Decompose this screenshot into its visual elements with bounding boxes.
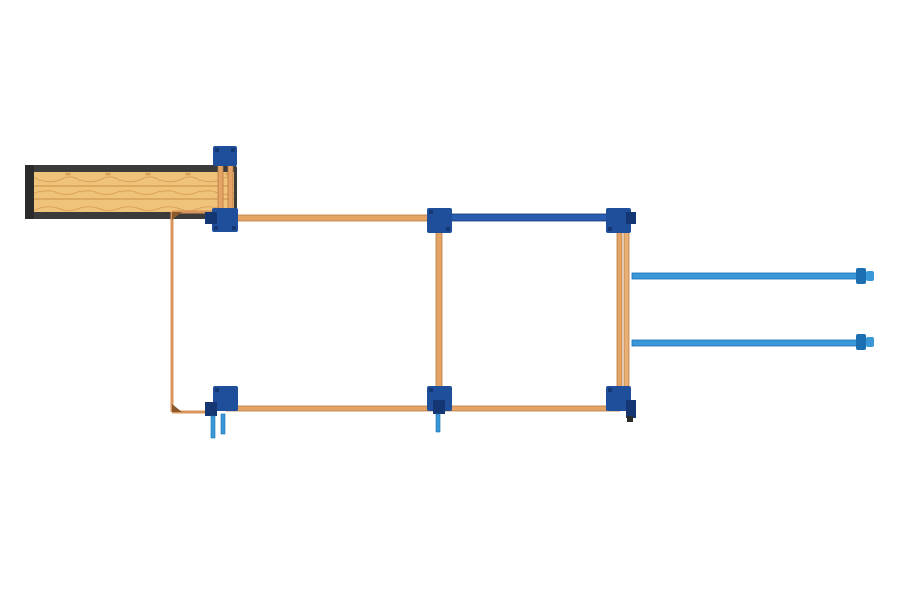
bracket-bolt [429,210,433,214]
bracket-bolt [446,227,450,231]
frame-beam [439,405,621,412]
frame-beam [225,405,439,412]
swing [631,334,874,350]
bracket-bolt [231,148,235,152]
frame-beam [623,221,630,409]
bracket-plate [626,400,636,418]
bracket-bolt [608,227,612,231]
leg-foot [172,404,182,412]
bracket-bolt [627,416,633,422]
swing-seat-end [856,268,866,284]
corner-bracket [212,208,238,232]
swing-chain [631,339,861,347]
handle-bar [220,413,226,435]
swing-seat-end [866,271,874,281]
bracket-bolt [215,148,219,152]
monkey-bar-rail [439,213,621,222]
swing [631,268,874,284]
swing-beam [616,221,630,409]
frame-beam [616,221,623,409]
bracket-bolt [214,226,218,230]
frame-beam [225,214,439,222]
swings [631,268,874,350]
swing-chain [631,272,861,280]
corner-bracket [427,208,452,233]
handle-bar [435,413,441,433]
deck-end-cap [25,165,34,219]
handle-bar [210,415,216,439]
bracket-plate [205,212,217,224]
bracket-plate [205,402,217,416]
elevated-deck [25,165,237,219]
deck-floor [34,172,234,212]
corner-bracket [606,386,631,411]
corner-brackets [205,146,636,422]
bracket-bolt [429,388,433,392]
top-beams [225,213,621,222]
bracket-plate [433,400,445,414]
swing-seat-end [856,334,866,350]
leg-foot [172,212,182,220]
bracket-bolt [608,388,612,392]
accessories [210,413,441,439]
bracket-plate [626,212,636,224]
swing-seat-end [866,337,874,347]
bottom-beams [225,405,621,412]
corner-bracket [213,386,238,411]
a-frame-legs-left [170,210,215,414]
bracket-bolt [215,388,219,392]
frame-beam [435,219,443,409]
corner-bracket [606,208,631,233]
bracket-bolts [214,148,612,392]
bracket-bolt [232,226,236,230]
